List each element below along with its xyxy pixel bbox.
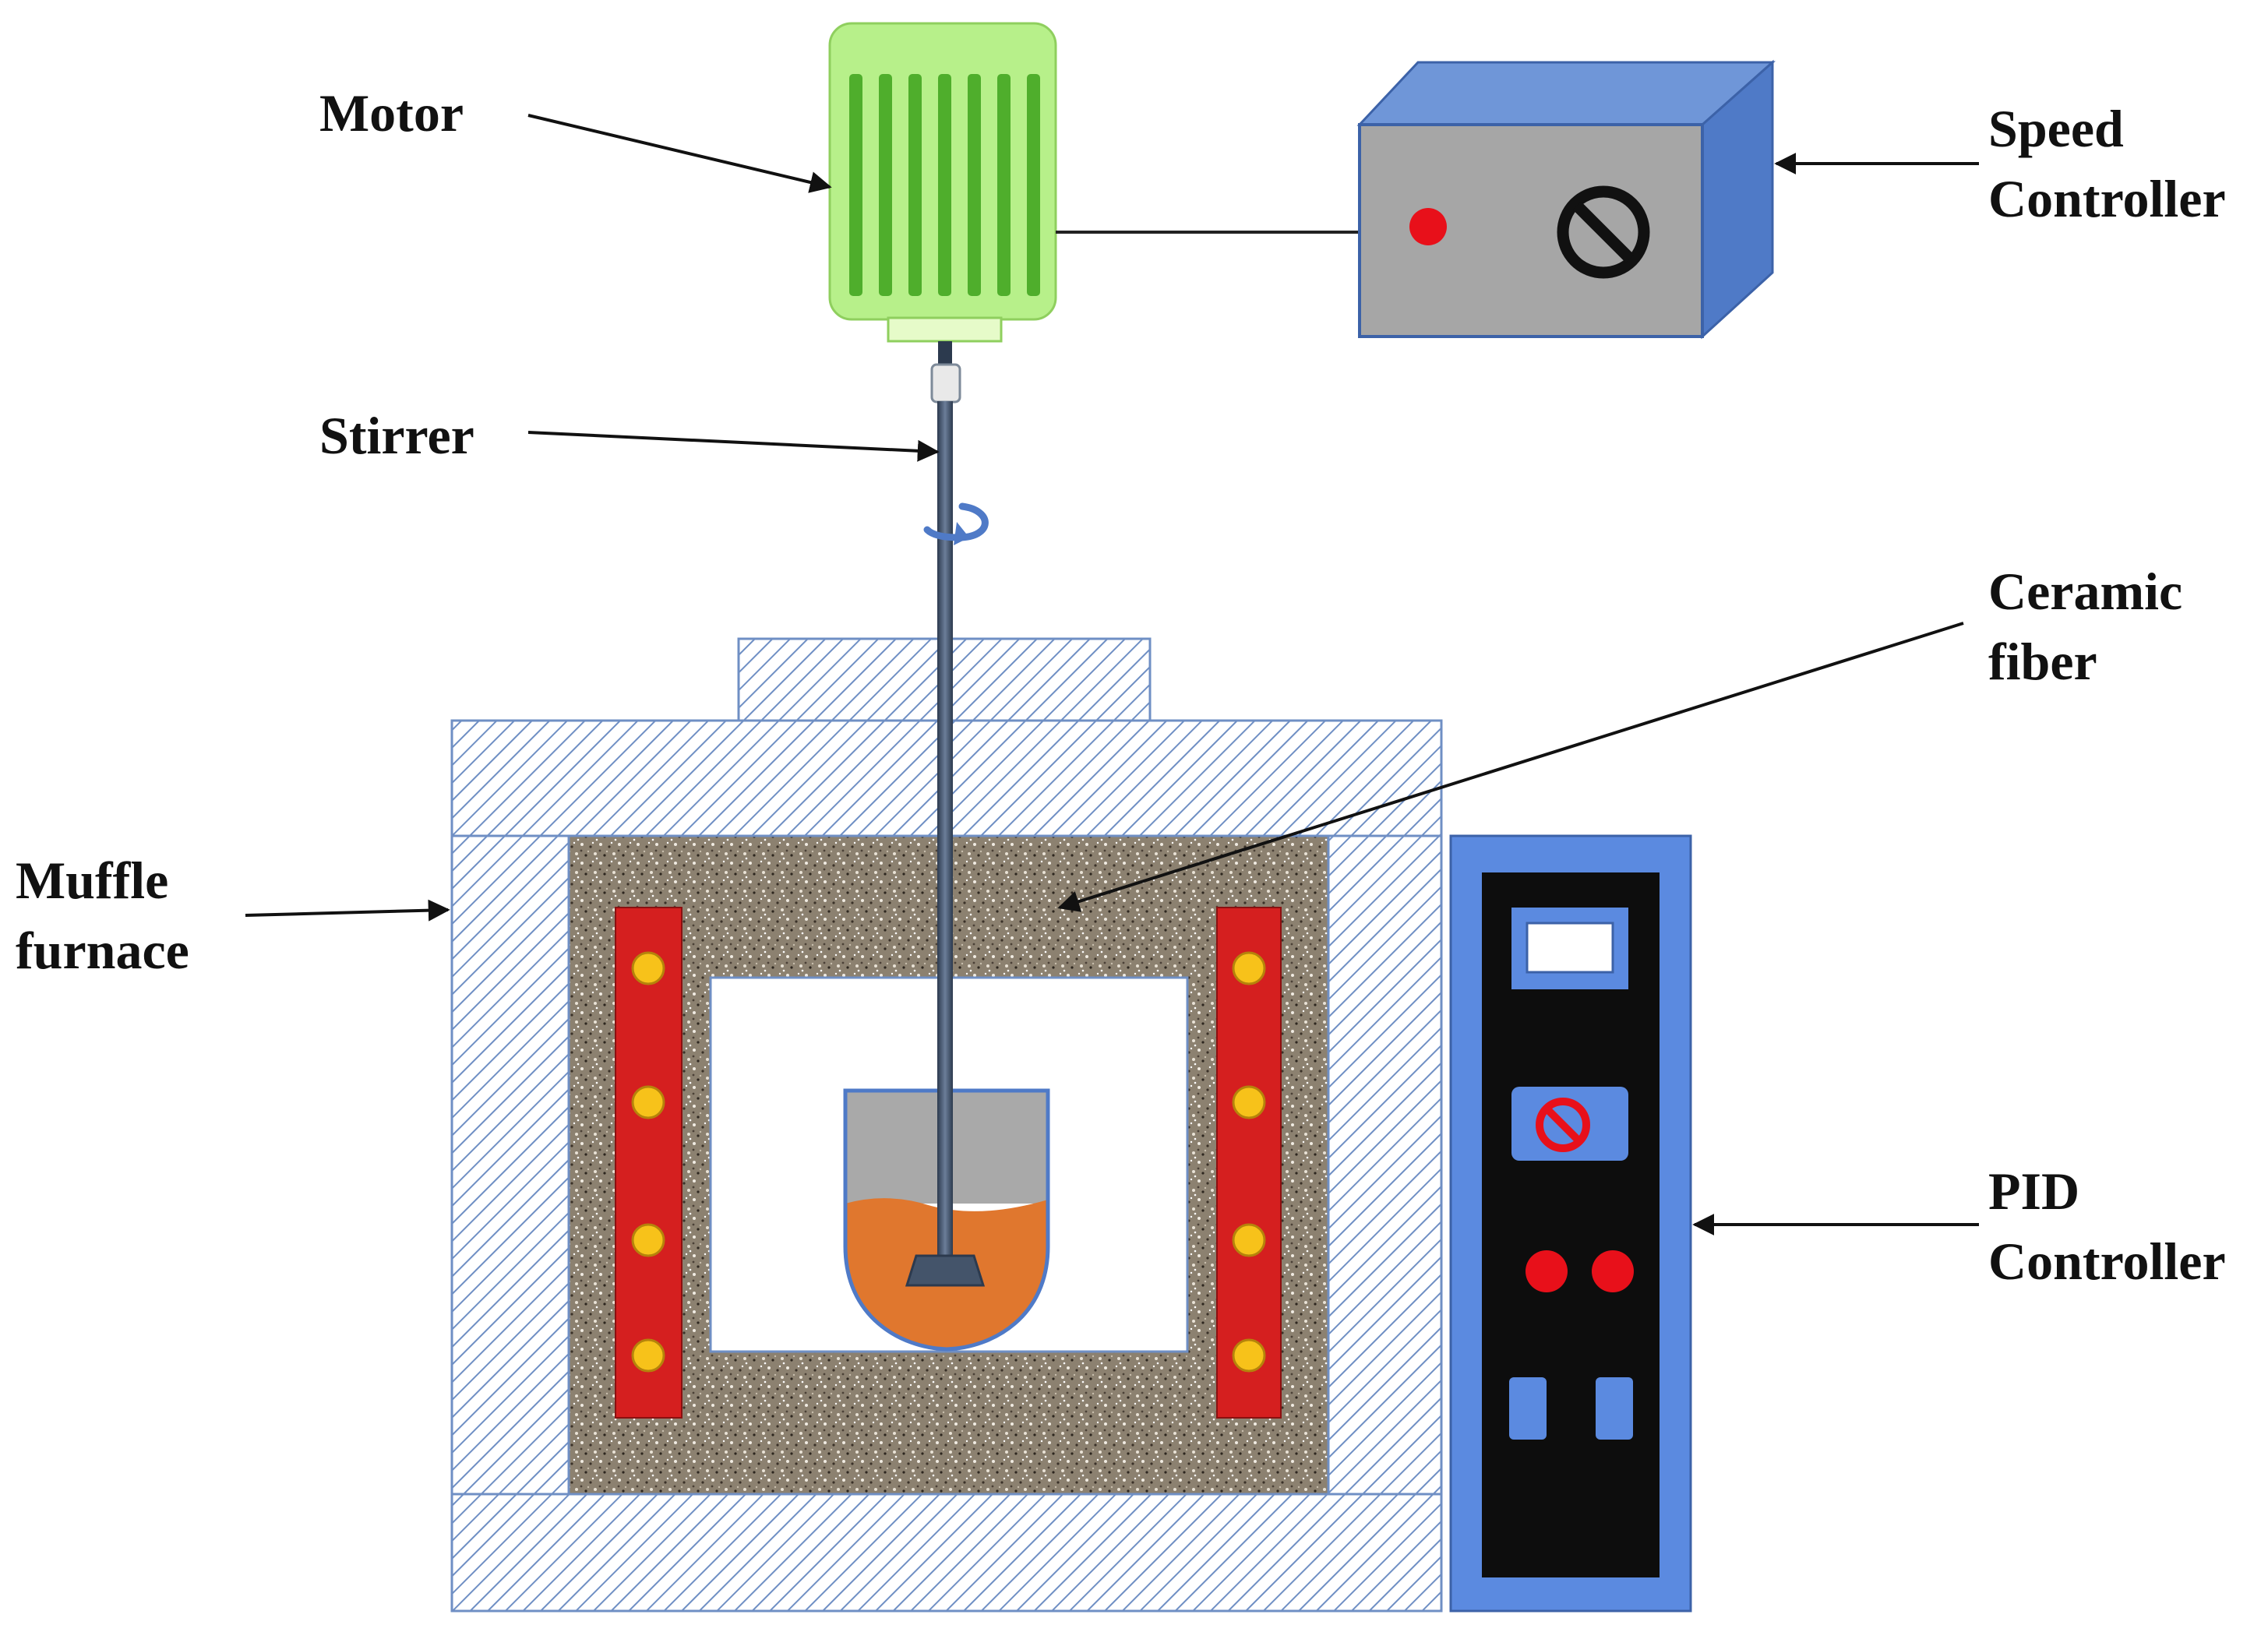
- heater-dot: [1232, 951, 1266, 985]
- motor-label: Motor: [319, 83, 464, 143]
- speed-controller-label-line1: Speed: [1988, 99, 2124, 158]
- muffle-furnace-label-line2: furnace: [16, 921, 189, 980]
- pid-controller-label-line1: PID: [1988, 1161, 2079, 1221]
- furnace-right-wall: [1327, 834, 1443, 1496]
- pid-controller: [1449, 834, 1692, 1613]
- pid-knob-icon: [1536, 1098, 1590, 1152]
- stirrer-impeller: [905, 1254, 986, 1287]
- pid-display: [1526, 922, 1614, 974]
- leader-arrows: [245, 114, 1979, 1235]
- muffle-furnace-arrow: [245, 899, 450, 922]
- heater-dot: [631, 1338, 665, 1373]
- ceramic-fiber-label-line1: Ceramic: [1988, 562, 2182, 621]
- pid-indicator-light: [1592, 1250, 1634, 1292]
- ceramic-fiber-arrow: [1057, 622, 1964, 912]
- heating-element-right: [1216, 907, 1282, 1419]
- speed-controller-label-line2: Controller: [1988, 169, 2226, 228]
- pid-controller-label-line2: Controller: [1988, 1232, 2226, 1291]
- pid-switch: [1596, 1377, 1633, 1440]
- speed-controller-top: [1356, 61, 1776, 126]
- muffle-furnace-label-line1: Muffle: [16, 851, 168, 910]
- furnace-bottom-wall: [450, 1493, 1443, 1613]
- speed-knob-icon: [1557, 185, 1650, 279]
- heater-dot: [631, 951, 665, 985]
- furnace-left-wall: [450, 834, 570, 1496]
- heater-dot: [631, 1085, 665, 1119]
- motor-shaft: [938, 341, 952, 366]
- ceramic-fiber-label-line2: fiber: [1988, 632, 2097, 691]
- rotation-arrow-icon: [923, 502, 989, 545]
- stirrer: [905, 341, 989, 1287]
- motor-arrow: [527, 114, 832, 193]
- crucible-wall: [843, 1088, 1050, 1352]
- motor-cooling-fins: [849, 74, 1040, 296]
- motor-mount: [887, 316, 1003, 343]
- pid-knob-plate: [1511, 1087, 1628, 1161]
- pid-switch: [1509, 1377, 1547, 1440]
- heater-dot: [1232, 1085, 1266, 1119]
- stirrer-arrow: [527, 431, 940, 462]
- heater-dot: [1232, 1338, 1266, 1373]
- stirrer-label: Stirrer: [319, 406, 474, 465]
- motor: [828, 22, 1057, 343]
- speed-controller-indicator-light: [1409, 208, 1447, 245]
- heater-dot: [1232, 1223, 1266, 1257]
- speed-controller: [1356, 59, 1776, 340]
- stirrer-shaft: [937, 401, 953, 1266]
- pid-controller-face: [1482, 872, 1660, 1577]
- heating-element-left: [615, 907, 683, 1419]
- heater-dot: [631, 1223, 665, 1257]
- pid-indicator-light: [1526, 1250, 1568, 1292]
- shaft-coupling: [930, 363, 961, 404]
